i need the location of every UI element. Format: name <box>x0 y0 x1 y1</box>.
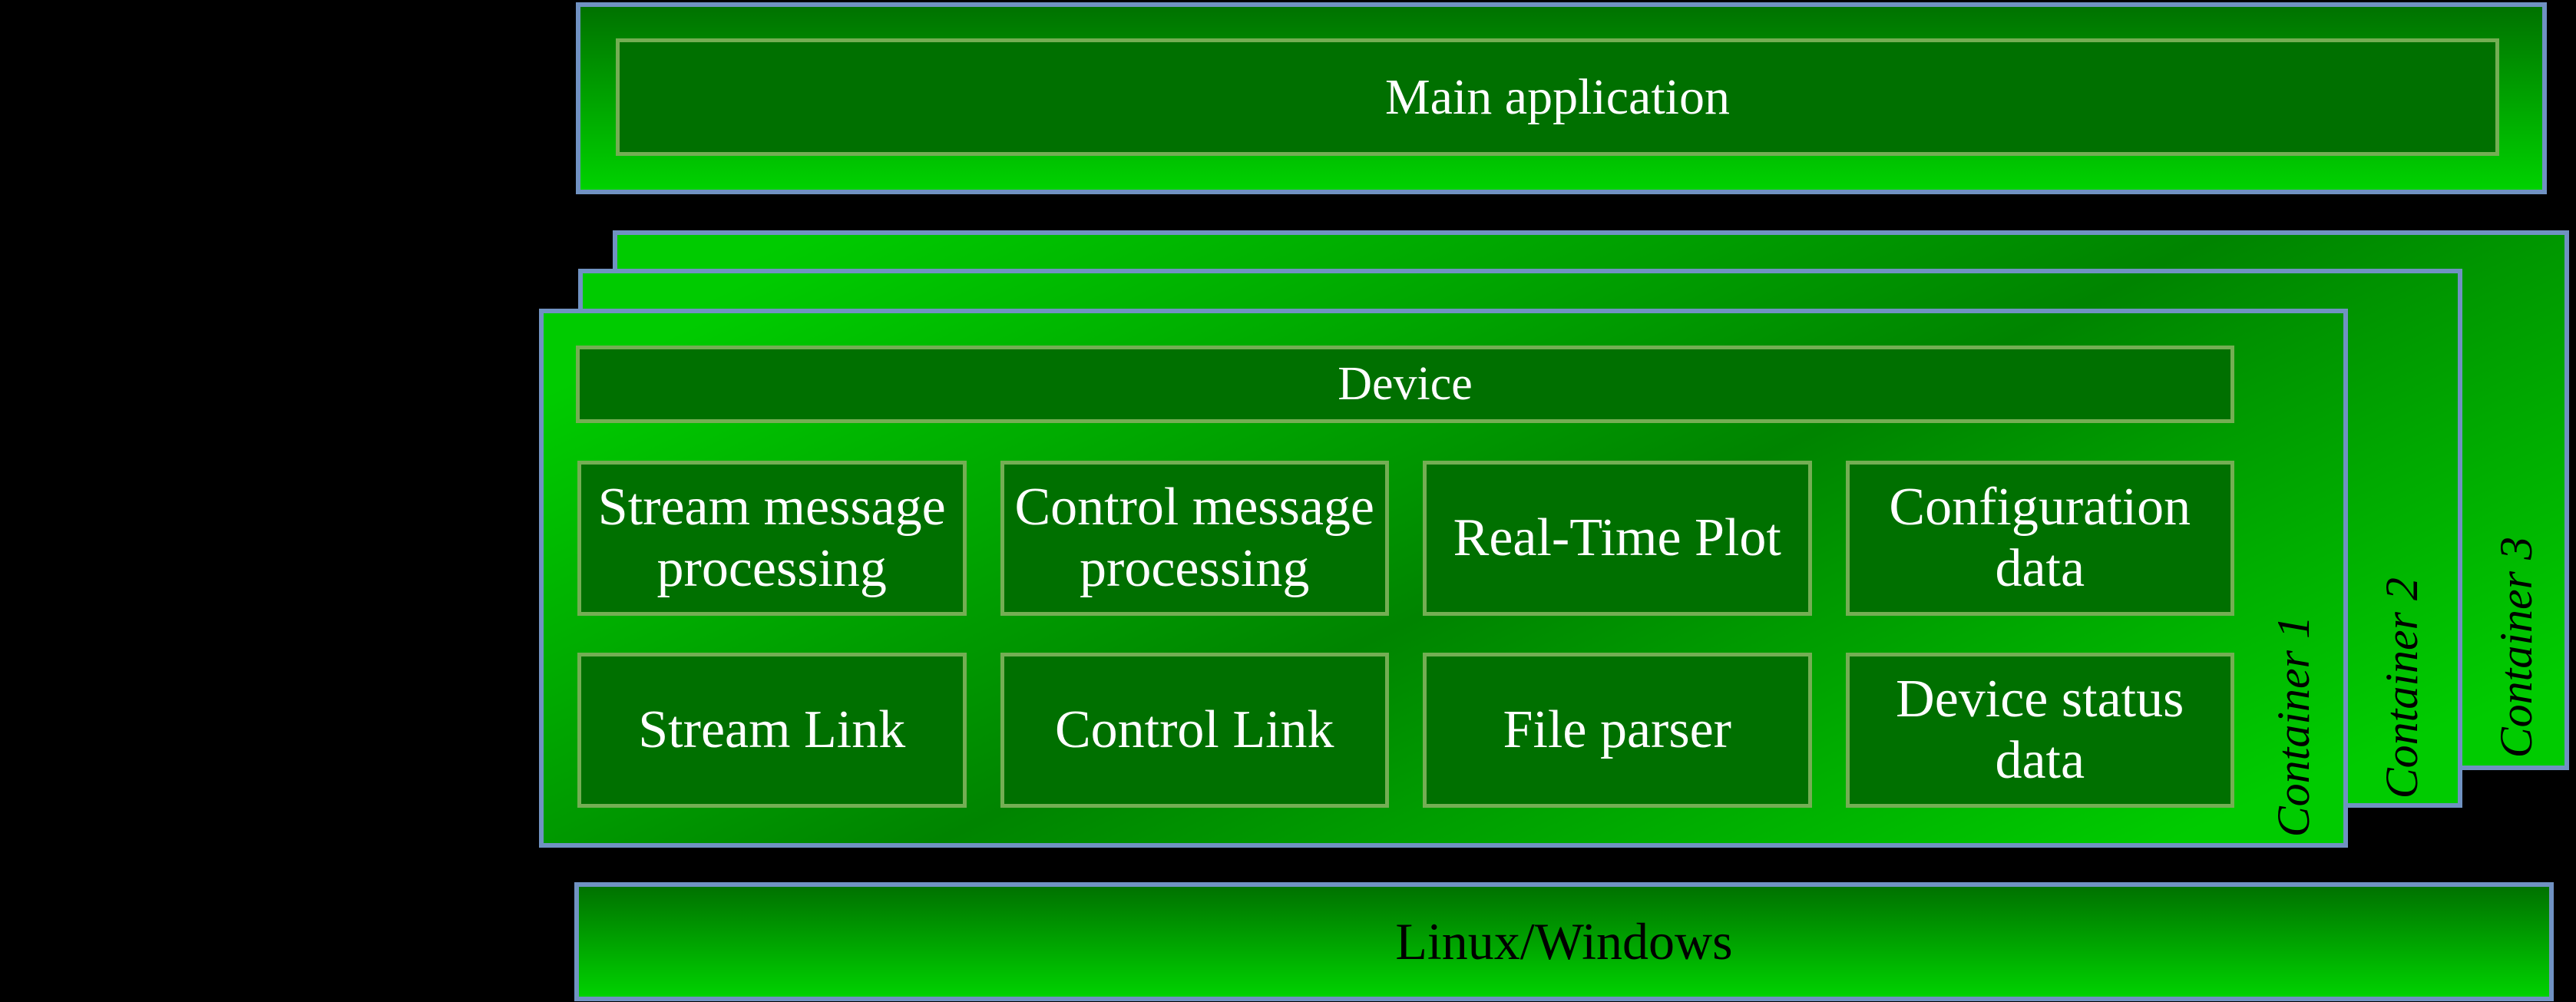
module-box-real-time-plot: Real-Time Plot <box>1423 461 1812 616</box>
device-label: Device <box>1338 358 1473 410</box>
module-label: Stream Link <box>638 699 906 759</box>
main-application-label: Main application <box>1384 68 1731 125</box>
module-box-file-parser: File parser <box>1423 653 1812 808</box>
module-label: Control message processing <box>1014 477 1375 599</box>
module-label: Real-Time Plot <box>1453 508 1781 567</box>
module-box-control-link: Control Link <box>1000 653 1389 808</box>
module-label: Configuration data <box>1889 477 2191 599</box>
container-3-label: Container 3 <box>2491 536 2541 758</box>
os-label: Linux/Windows <box>1395 912 1733 971</box>
module-label: Stream message processing <box>597 477 946 599</box>
module-box-stream-link: Stream Link <box>577 653 967 808</box>
module-label: Control Link <box>1054 699 1334 759</box>
module-label: Device status data <box>1896 669 2184 791</box>
container-1-label: Container 1 <box>2268 615 2319 837</box>
container-1-box: Device Stream message processing Control… <box>539 309 2348 848</box>
module-row-2: Stream Link Control Link File parser Dev… <box>577 653 2234 808</box>
main-application-inner-box: Main application <box>616 38 2499 156</box>
module-label: File parser <box>1503 699 1731 759</box>
os-bar: Linux/Windows <box>574 882 2554 1001</box>
module-box-control-message-processing: Control message processing <box>1000 461 1389 616</box>
module-box-configuration-data: Configuration data <box>1845 461 2234 616</box>
module-row-1: Stream message processing Control messag… <box>577 461 2234 616</box>
module-box-stream-message-processing: Stream message processing <box>577 461 967 616</box>
main-application-box: Main application <box>576 2 2547 194</box>
module-box-device-status-data: Device status data <box>1845 653 2234 808</box>
container-2-label: Container 2 <box>2376 577 2427 799</box>
device-box: Device <box>576 346 2234 423</box>
